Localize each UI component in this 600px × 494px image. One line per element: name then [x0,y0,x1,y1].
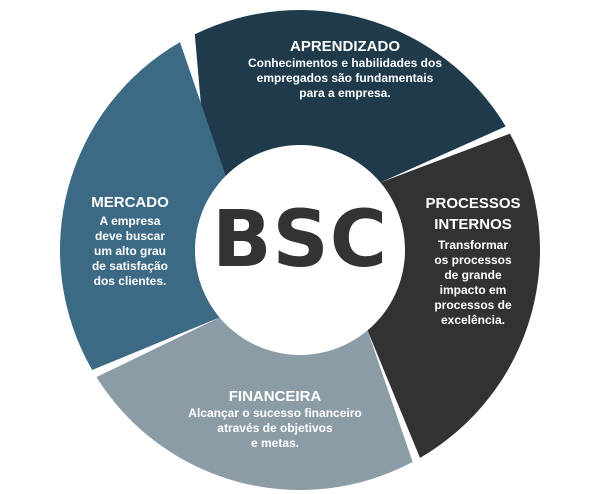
aprendizado-title: APRENDIZADO [289,38,400,55]
processos-desc-line: impacto em [439,283,507,297]
financeira-desc-line: e metas. [250,436,300,450]
segment-aprendizado [194,9,506,198]
mercado-desc-line: A empresa [99,214,161,228]
processos-block: PROCESSOS INTERNOS Transformar os proces… [418,193,528,328]
processos-desc-line: de grande [444,268,502,282]
segment-financeira [96,317,413,490]
mercado-desc-line: um alto grau [93,244,166,258]
segment-mercado [59,42,226,371]
financeira-desc-line: através de objetivos [217,421,333,435]
mercado-title: MERCADO [91,194,169,211]
processos-desc-line: os processos [434,253,512,267]
aprendizado-block: APRENDIZADO Conhecimentos e habilidades … [200,38,490,101]
mercado-desc-line: de satisfação [91,259,169,273]
aprendizado-desc-line: empregados são fundamentais [256,71,434,85]
mercado-desc-line: deve buscar [94,229,166,243]
processos-desc-line: processos de [434,298,512,312]
processos-title: INTERNOS [434,216,512,233]
aprendizado-desc-line: Conhecimentos e habilidades dos [247,56,443,70]
processos-desc-line: Transformar [437,238,509,252]
mercado-block: MERCADO A empresa deve buscar um alto gr… [75,194,185,289]
financeira-title: FINANCEIRA [228,388,322,405]
processos-title: PROCESSOS [425,195,521,212]
processos-desc-line: excelência. [440,313,506,327]
center-label: BSC [212,195,388,285]
mercado-desc-line: dos clientes. [93,274,167,288]
aprendizado-desc-line: para a empresa. [299,86,391,100]
financeira-block: FINANCEIRA Alcançar o sucesso financeiro… [150,388,400,451]
financeira-desc-line: Alcançar o sucesso financeiro [188,406,362,420]
segment-processos-internos [367,133,540,458]
